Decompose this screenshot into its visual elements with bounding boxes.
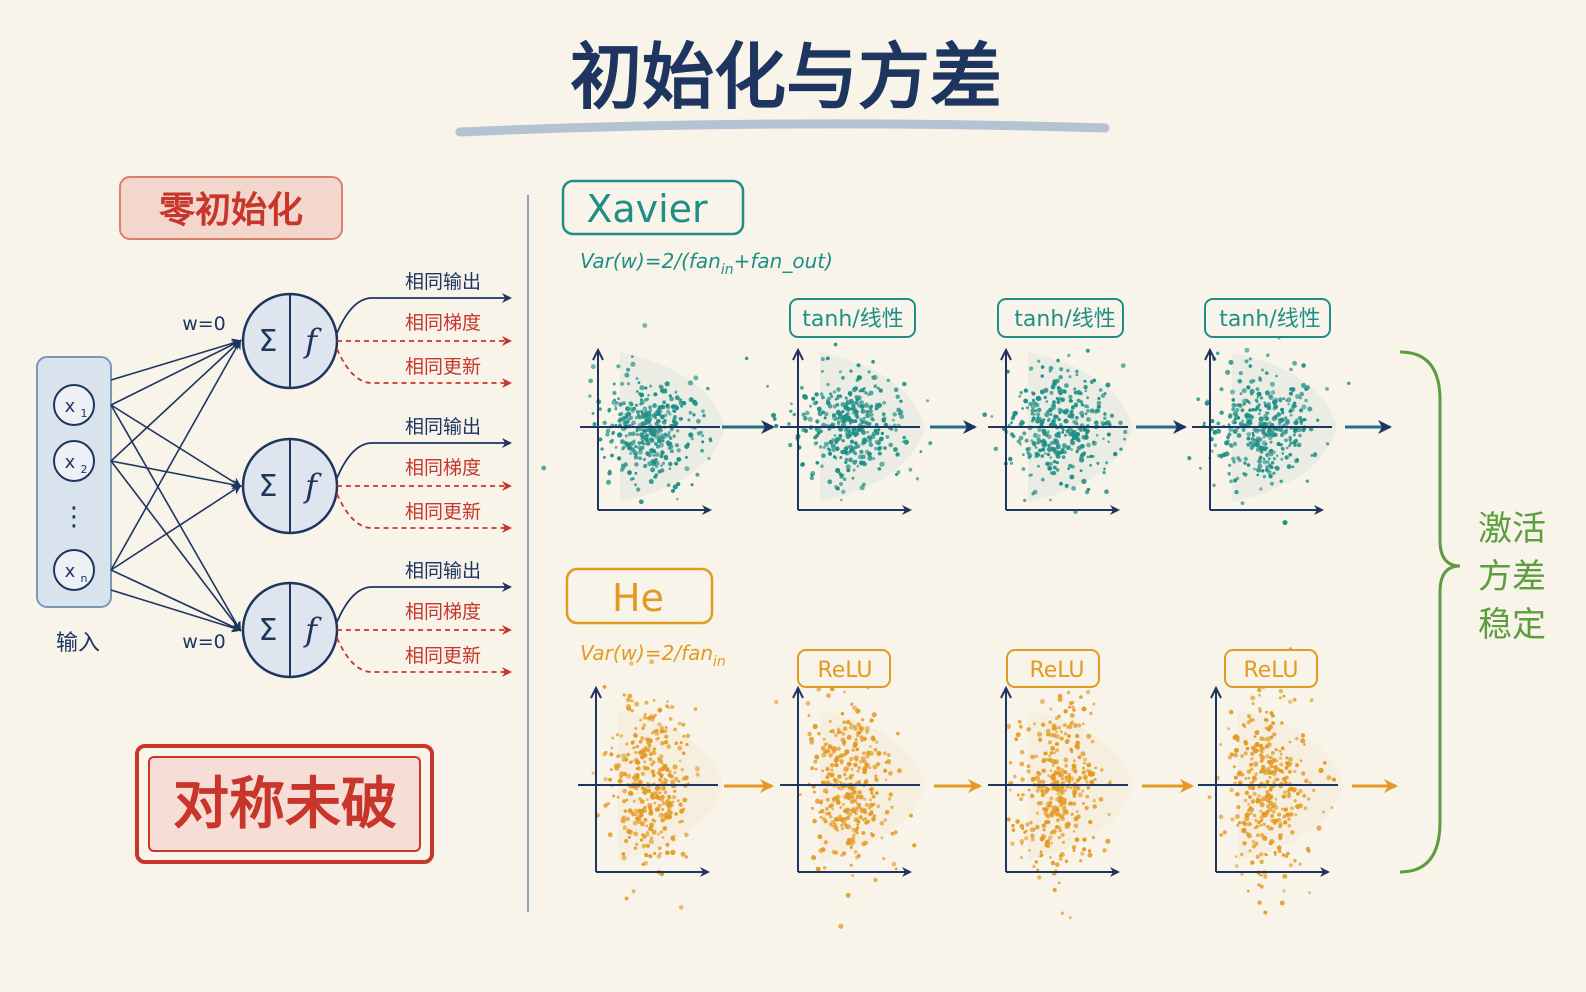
svg-text:激活: 激活 <box>1478 509 1546 549</box>
he-scatter-3 <box>988 671 1133 919</box>
he-layer-tag-box-1 <box>797 649 891 688</box>
xavier-scatter-2 <box>766 342 933 515</box>
weight-connection-3 <box>110 404 241 632</box>
he-label: He <box>612 576 664 620</box>
svg-text:x: x <box>65 396 76 417</box>
he-scatter-1 <box>578 659 723 910</box>
sum-symbol: Σ <box>259 469 278 504</box>
same-output-label-1: 相同输出 <box>405 271 481 293</box>
inputs-label: 输入 <box>56 631 100 656</box>
weight-connection-8 <box>110 484 242 571</box>
xavier-layer-tag-3: tanh/线性 <box>1219 307 1320 332</box>
weight-connection-9 <box>110 569 242 632</box>
xavier-layer-tag-box-2 <box>997 298 1124 338</box>
input-node-n: x n <box>53 549 95 591</box>
summary-brace <box>1399 350 1461 874</box>
xavier-label: Xavier <box>586 187 708 231</box>
same-update-label-1: 相同更新 <box>405 356 481 378</box>
same-update-label-3: 相同更新 <box>405 645 481 667</box>
xavier-scatter-1 <box>541 323 749 515</box>
he-label-box <box>565 567 714 625</box>
he-layer-tag-box-3 <box>1224 649 1318 688</box>
xavier-layer-tag-box-1 <box>789 298 916 338</box>
title-underline <box>455 119 1110 137</box>
zero-weight-connections <box>110 338 242 633</box>
he-scatter-4 <box>1198 647 1343 915</box>
stamp-text: 对称未破 <box>173 772 397 837</box>
conclusion-text: 激活 方差 稳定 <box>1478 509 1546 645</box>
same-output-arrow-1 <box>336 293 512 334</box>
weight-label-bottom: w=0 <box>182 631 226 653</box>
same-gradient-label-2: 相同梯度 <box>405 457 481 479</box>
sum-symbol: Σ <box>259 324 278 359</box>
xavier-layer-tag-2: tanh/线性 <box>1014 307 1115 332</box>
svg-text:1: 1 <box>81 407 88 420</box>
zero-init-label: 零初始化 <box>159 190 303 231</box>
he-scatter-2 <box>774 678 925 929</box>
symmetry-unbroken-stamp: 对称未破 <box>135 744 434 864</box>
he-layer-tag-box-2 <box>1006 649 1100 688</box>
xavier-label-box <box>561 179 745 236</box>
input-node-1: x 1 <box>53 384 95 426</box>
he-layer-tag-3: ReLU <box>1243 658 1298 683</box>
weight-connection-top <box>110 338 242 381</box>
same-output-label-2: 相同输出 <box>405 416 481 438</box>
svg-text:x: x <box>65 452 76 473</box>
same-output-arrow-2 <box>336 438 512 479</box>
xavier-formula: Var(w)=2/(fanin+fan_out) <box>580 249 833 278</box>
same-gradient-label-3: 相同梯度 <box>405 601 481 623</box>
svg-text:方差: 方差 <box>1478 557 1546 597</box>
weight-connection-6 <box>110 460 242 632</box>
same-gradient-label-1: 相同梯度 <box>405 312 481 334</box>
svg-text:2: 2 <box>81 463 88 476</box>
xavier-section: Xavier Var(w)=2/(fanin+fan_out) tanh/线性 t… <box>541 179 1392 526</box>
weight-connection-5 <box>110 460 242 490</box>
sum-symbol: Σ <box>259 613 278 648</box>
input-ellipsis: ⋮ <box>61 502 87 532</box>
same-update-label-2: 相同更新 <box>405 501 481 523</box>
page-title: 初始化与方差 <box>570 34 1002 119</box>
xavier-layer-tag-box-3 <box>1204 298 1331 338</box>
xavier-layer-tag-1: tanh/线性 <box>802 307 903 332</box>
svg-text:x: x <box>65 561 76 582</box>
same-output-arrow-3 <box>336 582 512 623</box>
weight-connection-4 <box>110 339 242 462</box>
weight-connection-2 <box>110 404 242 488</box>
svg-text:n: n <box>81 572 88 585</box>
same-output-label-3: 相同输出 <box>405 560 481 582</box>
weight-label-top: w=0 <box>182 313 226 335</box>
weight-connection-7 <box>110 339 241 571</box>
xavier-scatter-4 <box>1187 336 1351 526</box>
he-layer-tag-2: ReLU <box>1029 658 1084 683</box>
he-layer-tag-1: ReLU <box>817 658 872 683</box>
he-section: He Var(w)=2/fanin ReLU ReLU ReLU <box>565 567 1398 929</box>
he-formula: Var(w)=2/fanin <box>580 641 726 670</box>
zero-init-label-box <box>119 176 343 240</box>
svg-text:稳定: 稳定 <box>1478 605 1546 645</box>
weight-connection-1 <box>110 340 242 406</box>
input-node-2: x 2 <box>53 440 95 482</box>
weight-connection-bottom <box>110 589 242 633</box>
xavier-scatter-3 <box>982 325 1133 515</box>
